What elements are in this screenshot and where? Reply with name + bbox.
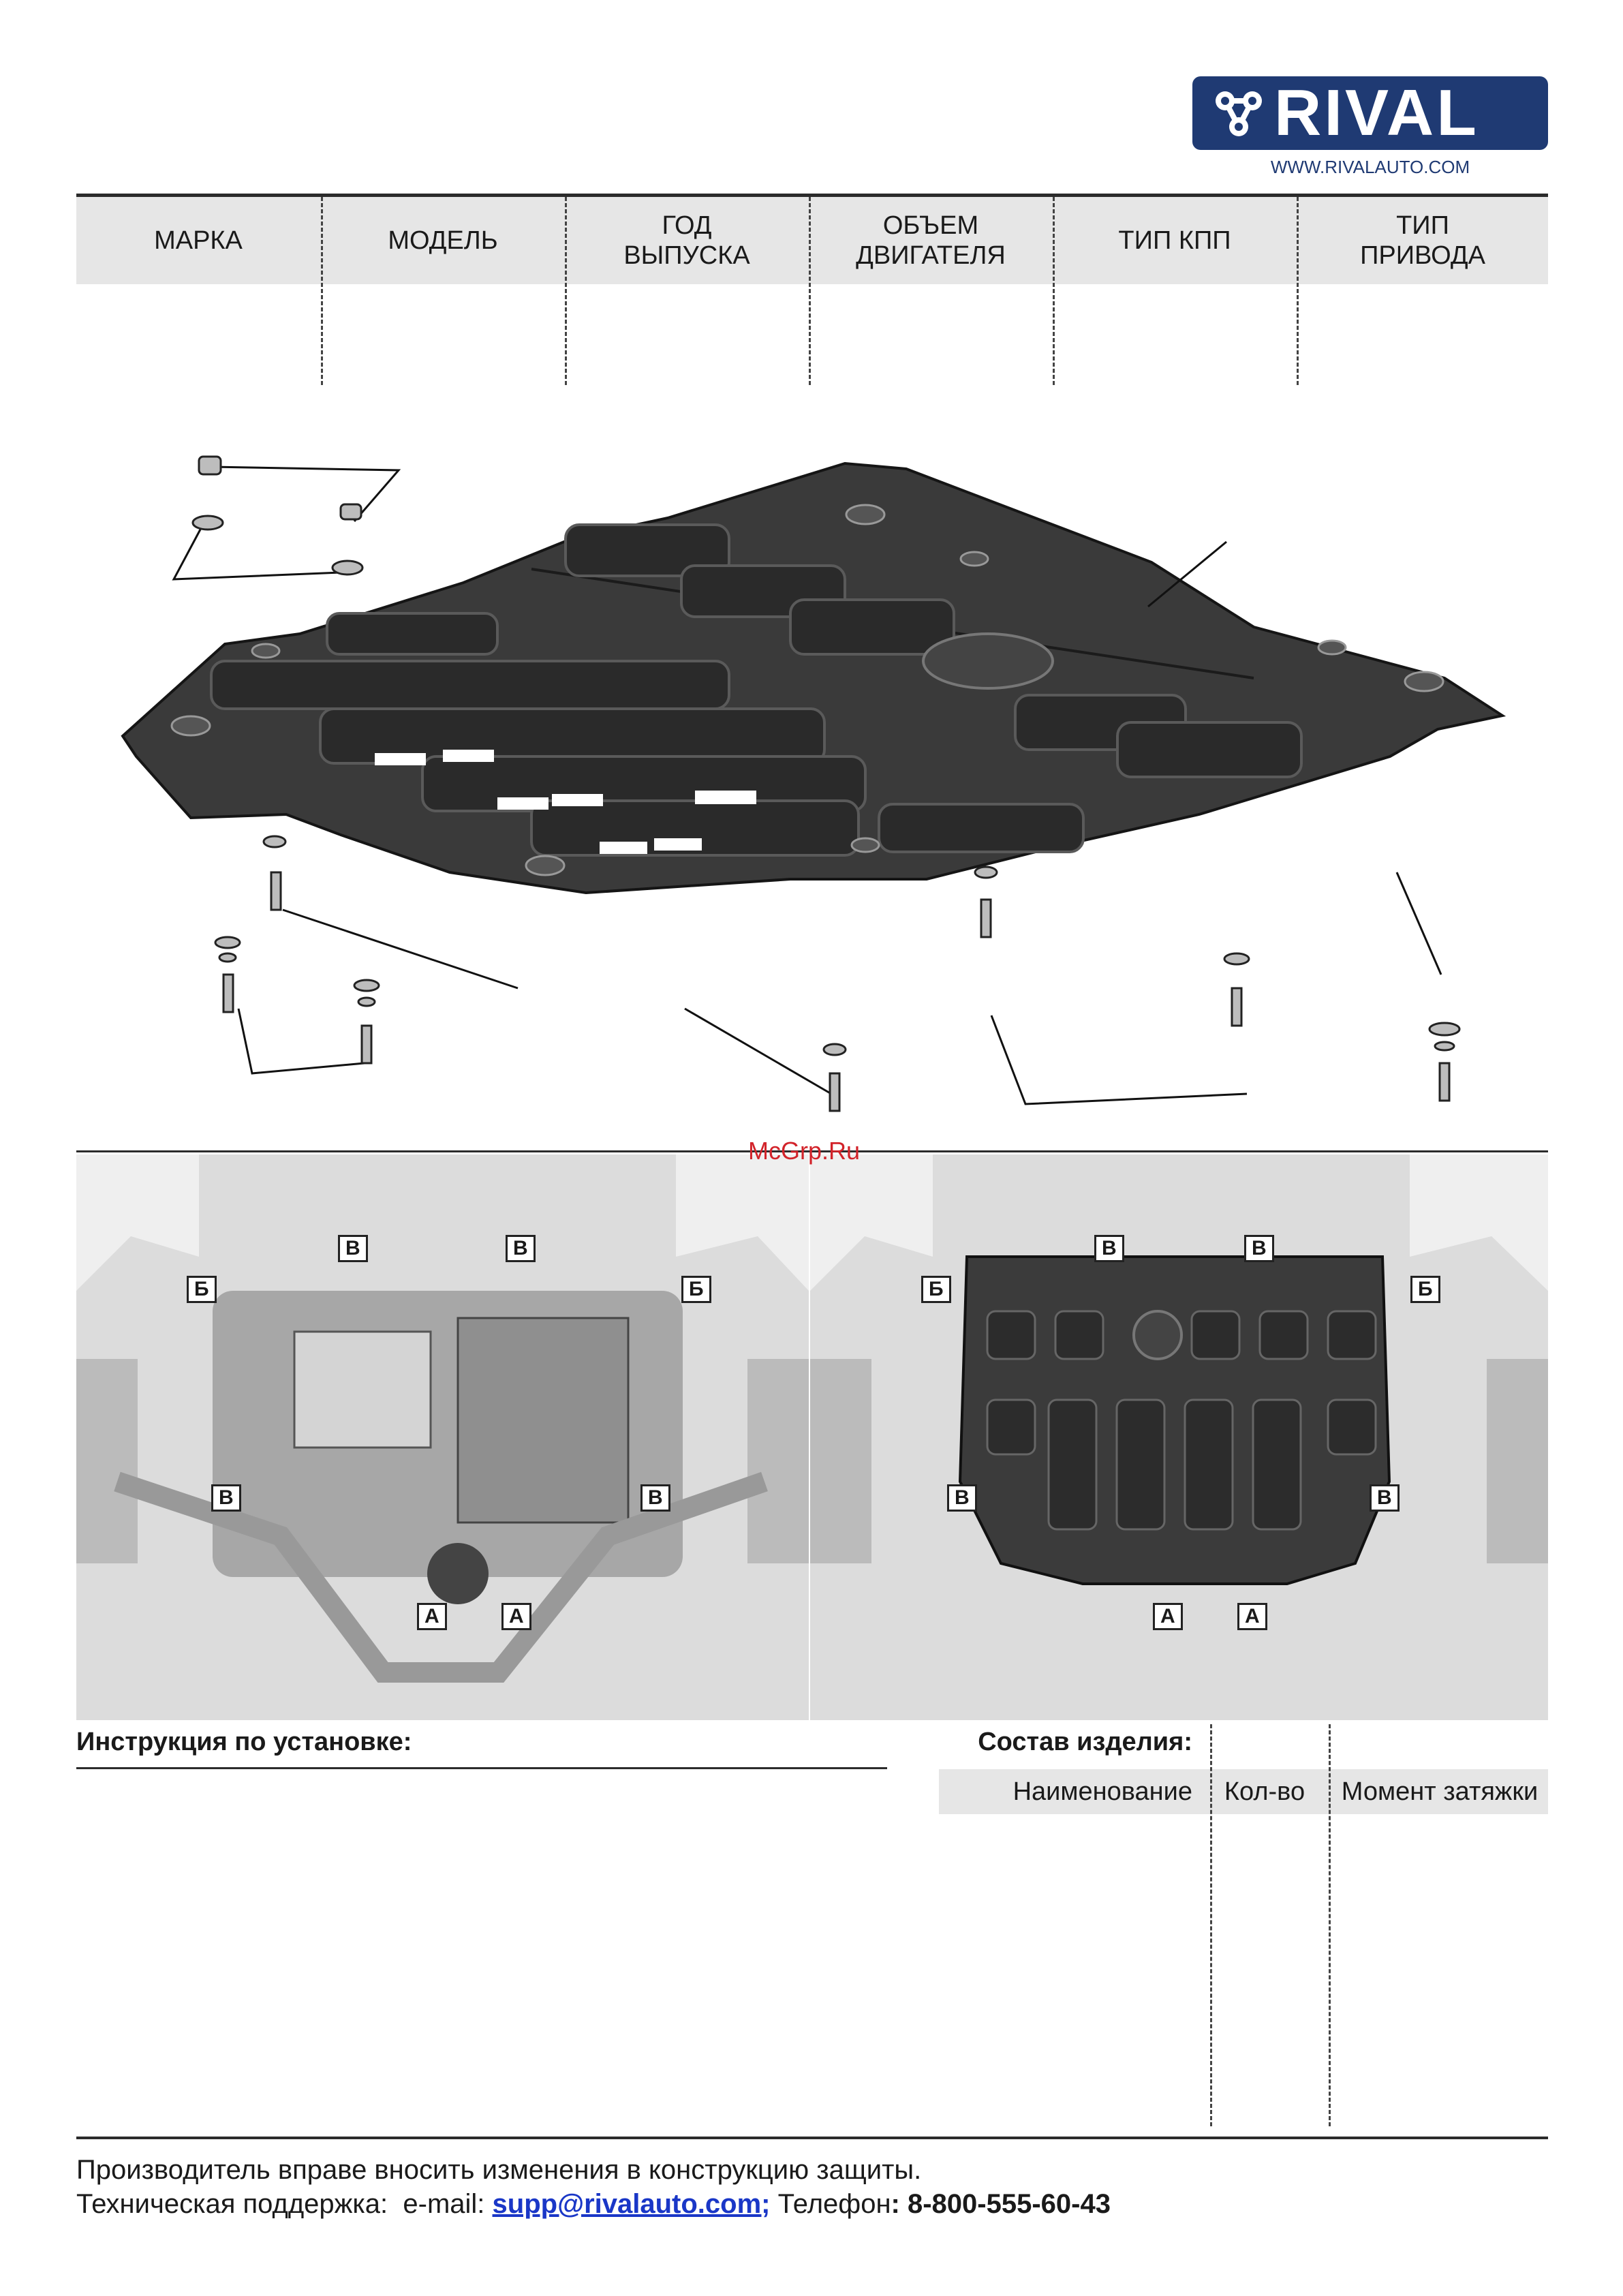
fastener-label-v: В	[1244, 1235, 1274, 1262]
column-divider	[809, 197, 811, 385]
skid-plate-drawing	[121, 455, 1506, 1112]
composition-header	[939, 1769, 1548, 1814]
fastener-label-a: А	[1237, 1603, 1267, 1630]
fasteners	[191, 455, 1461, 1112]
fastener-label-b: Б	[187, 1276, 217, 1303]
section-rule	[76, 1150, 1548, 1152]
fastener-label-v: В	[1370, 1484, 1400, 1512]
column-divider	[1210, 1724, 1212, 2126]
fastener-label-a: А	[417, 1603, 447, 1630]
phone-number: : 8-800-555-60-43	[891, 2189, 1111, 2219]
header-make: МАРКА	[154, 226, 243, 255]
brand-logo: RIVAL	[1192, 76, 1548, 150]
instructions-title: Инструкция по установке:	[76, 1728, 412, 1756]
fastener-label-a: А	[1153, 1603, 1183, 1630]
column-divider	[1297, 197, 1299, 385]
after-install-photo	[810, 1154, 1548, 1720]
fastener-label-b: Б	[681, 1276, 711, 1303]
column-divider	[321, 197, 323, 385]
fastener-label-v: В	[1094, 1235, 1124, 1262]
before-install-photo	[76, 1154, 809, 1720]
skid-plate	[121, 461, 1506, 895]
callout-lines	[172, 465, 1442, 1105]
header-gearbox: ТИП КПП	[1118, 226, 1231, 255]
brand-name: RIVAL	[1274, 76, 1479, 149]
header-drive: ТИП ПРИВОДА	[1360, 211, 1485, 270]
support-prefix: Техническая поддержка: e-mail:	[76, 2189, 493, 2219]
column-divider	[1329, 1724, 1331, 2126]
support-email-link[interactable]: supp@rivalauto.com;	[492, 2189, 771, 2219]
brand-url[interactable]: WWW.RIVALAUTO.COM	[1270, 157, 1470, 177]
header-model: МОДЕЛЬ	[388, 226, 498, 255]
table-top-rule	[76, 194, 1548, 197]
header-year: ГОД ВЫПУСКА	[623, 211, 750, 270]
watermark: McGrp.Ru	[748, 1137, 861, 1165]
fastener-label-v: В	[211, 1484, 241, 1512]
col-torque: Момент затяжки	[1341, 1777, 1539, 1806]
fastener-label-a: А	[501, 1603, 531, 1630]
footer-note: Производитель вправе вносить изменения в…	[76, 2155, 922, 2185]
fastener-label-v: В	[338, 1235, 368, 1262]
column-divider	[565, 197, 567, 385]
fastener-label-b: Б	[1410, 1276, 1440, 1303]
column-divider	[1053, 197, 1055, 385]
col-qty: Кол-во	[1224, 1777, 1305, 1806]
phone-label: Телефон	[770, 2189, 891, 2219]
fastener-label-b: Б	[921, 1276, 951, 1303]
footer-rule	[76, 2137, 1548, 2139]
fastener-label-v: В	[506, 1235, 536, 1262]
logo-emblem-icon	[1216, 91, 1262, 136]
support-line: Техническая поддержка: e-mail: supp@riva…	[76, 2189, 1111, 2220]
composition-title: Состав изделия:	[978, 1728, 1192, 1756]
header-engine: ОБЪЕМ ДВИГАТЕЛЯ	[856, 211, 1006, 270]
col-name: Наименование	[1013, 1777, 1192, 1806]
fastener-label-v: В	[640, 1484, 670, 1512]
fastener-label-v: В	[947, 1484, 977, 1512]
instructions-rule	[76, 1767, 887, 1769]
